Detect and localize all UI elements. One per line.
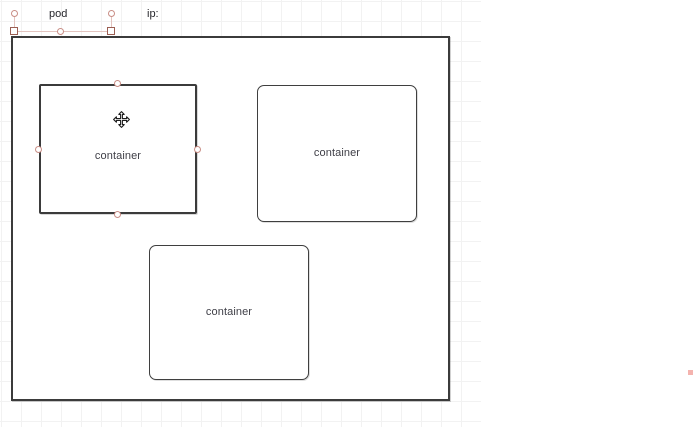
resize-handle-right[interactable] — [194, 146, 201, 153]
selection-handle-top-right[interactable] — [108, 10, 115, 17]
selection-connector-right — [111, 13, 112, 32]
container-label-3: container — [205, 306, 253, 318]
container-shape-2[interactable]: container — [257, 85, 417, 222]
pod-label[interactable]: pod — [49, 8, 68, 20]
container-label-2: container — [313, 147, 361, 159]
resize-handle-left[interactable] — [35, 146, 42, 153]
container-label-1: container — [94, 149, 142, 162]
resize-handle-bottom[interactable] — [114, 211, 121, 218]
selection-anchor-bottom-right[interactable] — [107, 27, 115, 35]
container-shape-3[interactable]: container — [149, 245, 309, 380]
resize-handle-top[interactable] — [114, 80, 121, 87]
container-shape-1[interactable]: container — [39, 84, 197, 214]
selection-handle-top-left[interactable] — [11, 10, 18, 17]
selection-connector-left — [14, 13, 15, 32]
ip-label[interactable]: ip: — [147, 8, 159, 20]
stray-marker-icon — [688, 370, 693, 375]
selection-anchor-bottom-left[interactable] — [10, 27, 18, 35]
selection-handle-bottom-mid[interactable] — [57, 28, 64, 35]
